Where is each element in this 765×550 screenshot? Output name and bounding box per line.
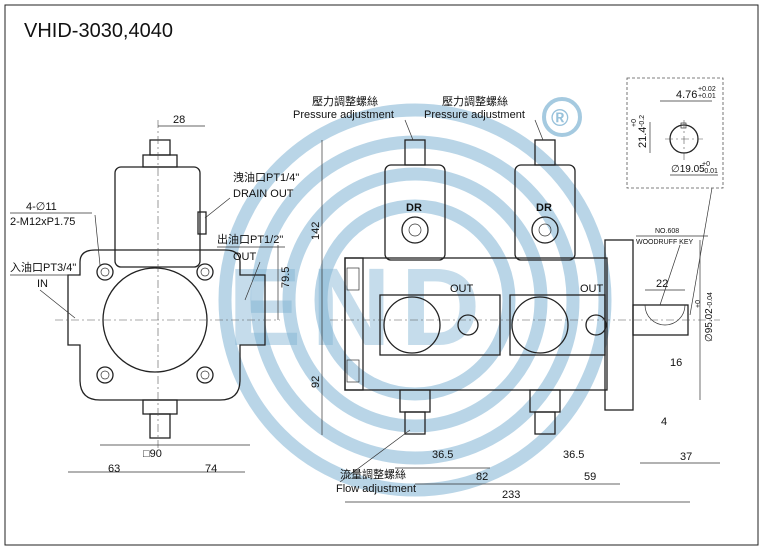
pressure-label-en-1: Pressure adjustment xyxy=(293,109,394,121)
dim-79-5: 79.5 xyxy=(280,267,292,288)
shaft-diameter: ∅95.02 xyxy=(704,308,715,342)
dim-37: 37 xyxy=(680,451,692,463)
watermark-logo: ® END xyxy=(218,97,612,497)
holes-label: 4-∅11 xyxy=(26,201,57,213)
dim-square-90: □90 xyxy=(143,448,162,460)
dim-16: 16 xyxy=(670,357,682,369)
dim-63: 63 xyxy=(108,463,120,475)
dim-36-5-a: 36.5 xyxy=(432,449,453,461)
shaft-tol-upper: +0 xyxy=(695,300,702,308)
dim-36-5-b: 36.5 xyxy=(563,449,584,461)
thread-label: 2-M12xP1.75 xyxy=(10,216,75,228)
front-view xyxy=(321,119,720,503)
pressure-label-cn-2: 壓力調整螺絲 xyxy=(442,94,508,108)
pressure-label-cn-1: 壓力調整螺絲 xyxy=(312,94,378,108)
dim-59: 59 xyxy=(584,471,596,483)
key-height-tol-lower: -0.2 xyxy=(639,115,646,127)
drain-label-en: DRAIN OUT xyxy=(233,188,294,200)
key-diameter: ∅19.05 xyxy=(671,164,705,175)
dr-label-1: DR xyxy=(406,202,422,214)
out-label-en: OUT xyxy=(233,251,257,263)
flow-label-en: Flow adjustment xyxy=(336,483,416,495)
flow-label-cn: 流量調整螺絲 xyxy=(340,467,406,481)
out-label-cn: 出油口PT1/2" xyxy=(217,232,283,246)
dr-label-2: DR xyxy=(536,202,552,214)
pressure-label-en-2: Pressure adjustment xyxy=(424,109,525,121)
out-label-2: OUT xyxy=(580,283,604,295)
dim-92: 92 xyxy=(310,376,322,388)
registered-mark: ® xyxy=(551,105,569,132)
drawing-frame xyxy=(4,4,759,546)
dim-82: 82 xyxy=(476,471,488,483)
in-label-en: IN xyxy=(37,278,48,290)
drain-label-cn: 洩油口PT1/4" xyxy=(233,170,299,184)
key-height: 21.4 xyxy=(637,127,649,148)
key-width: 4.76 xyxy=(676,89,697,101)
in-label-cn: 入油口PT3/4" xyxy=(10,260,76,274)
out-label-1: OUT xyxy=(450,283,474,295)
dim-74: 74 xyxy=(205,463,217,475)
key-dia-tol-upper: +0 xyxy=(702,161,710,168)
dim-28: 28 xyxy=(173,114,185,126)
side-view xyxy=(39,120,280,473)
key-name: WOODRUFF KEY xyxy=(636,239,693,246)
dim-233: 233 xyxy=(502,489,520,501)
key-height-tol-upper: +0 xyxy=(631,119,638,127)
dim-4: 4 xyxy=(661,416,667,428)
drawing-title: VHID-3030,4040 xyxy=(24,20,173,42)
key-width-tol-upper: +0.02 xyxy=(698,86,716,93)
key-detail-inset xyxy=(626,77,724,189)
dim-142: 142 xyxy=(310,222,322,240)
shaft-tol-lower: -0.04 xyxy=(707,292,714,308)
key-number: NO.608 xyxy=(655,228,679,235)
logo-text: END xyxy=(228,246,490,369)
dim-22: 22 xyxy=(656,278,668,290)
key-dia-tol-lower: -0.01 xyxy=(702,168,718,175)
key-width-tol-lower: +0.01 xyxy=(698,93,716,100)
